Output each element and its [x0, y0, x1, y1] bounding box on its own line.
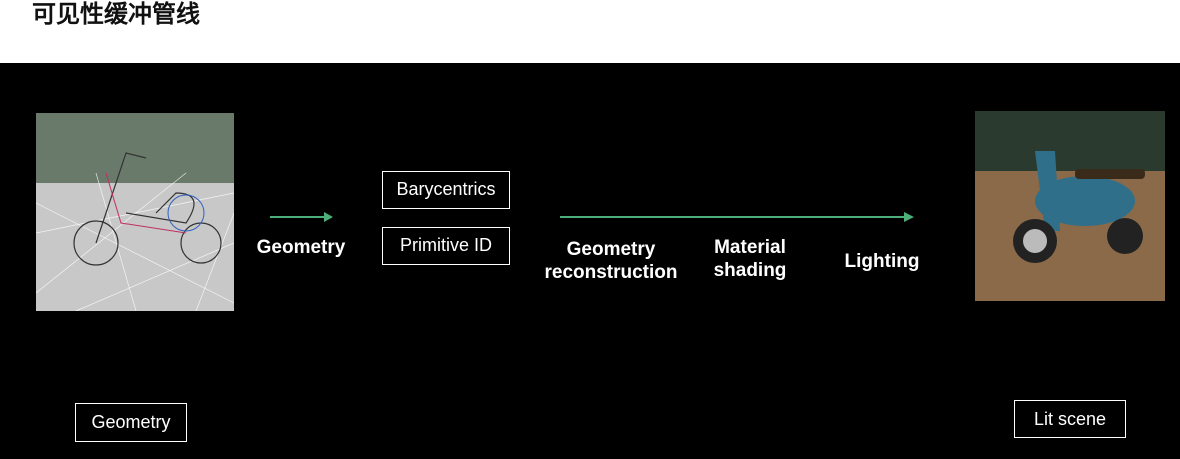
- wireframe-geometry-image: [36, 113, 234, 311]
- arrow-pipeline: [560, 212, 914, 222]
- stage-lighting: Lighting: [844, 251, 920, 272]
- stage-geometry-reconstruction: Geometry reconstruction: [544, 239, 678, 283]
- arrow-geometry: [270, 212, 333, 222]
- stage-material-shading: Material shading: [713, 237, 787, 281]
- buffer-barycentrics: Barycentrics: [382, 171, 510, 209]
- page-title: 可见性缓冲管线: [32, 1, 200, 28]
- buffer-primitive-id: Primitive ID: [382, 227, 510, 265]
- lit-scene-image: [975, 111, 1165, 301]
- arrow-label-geometry: Geometry: [256, 237, 346, 258]
- lit-scene-label-box: Lit scene: [1014, 400, 1126, 438]
- geometry-label-box: Geometry: [75, 403, 187, 442]
- slide: Geometry Barycentrics Primitive ID Geome…: [0, 63, 1180, 459]
